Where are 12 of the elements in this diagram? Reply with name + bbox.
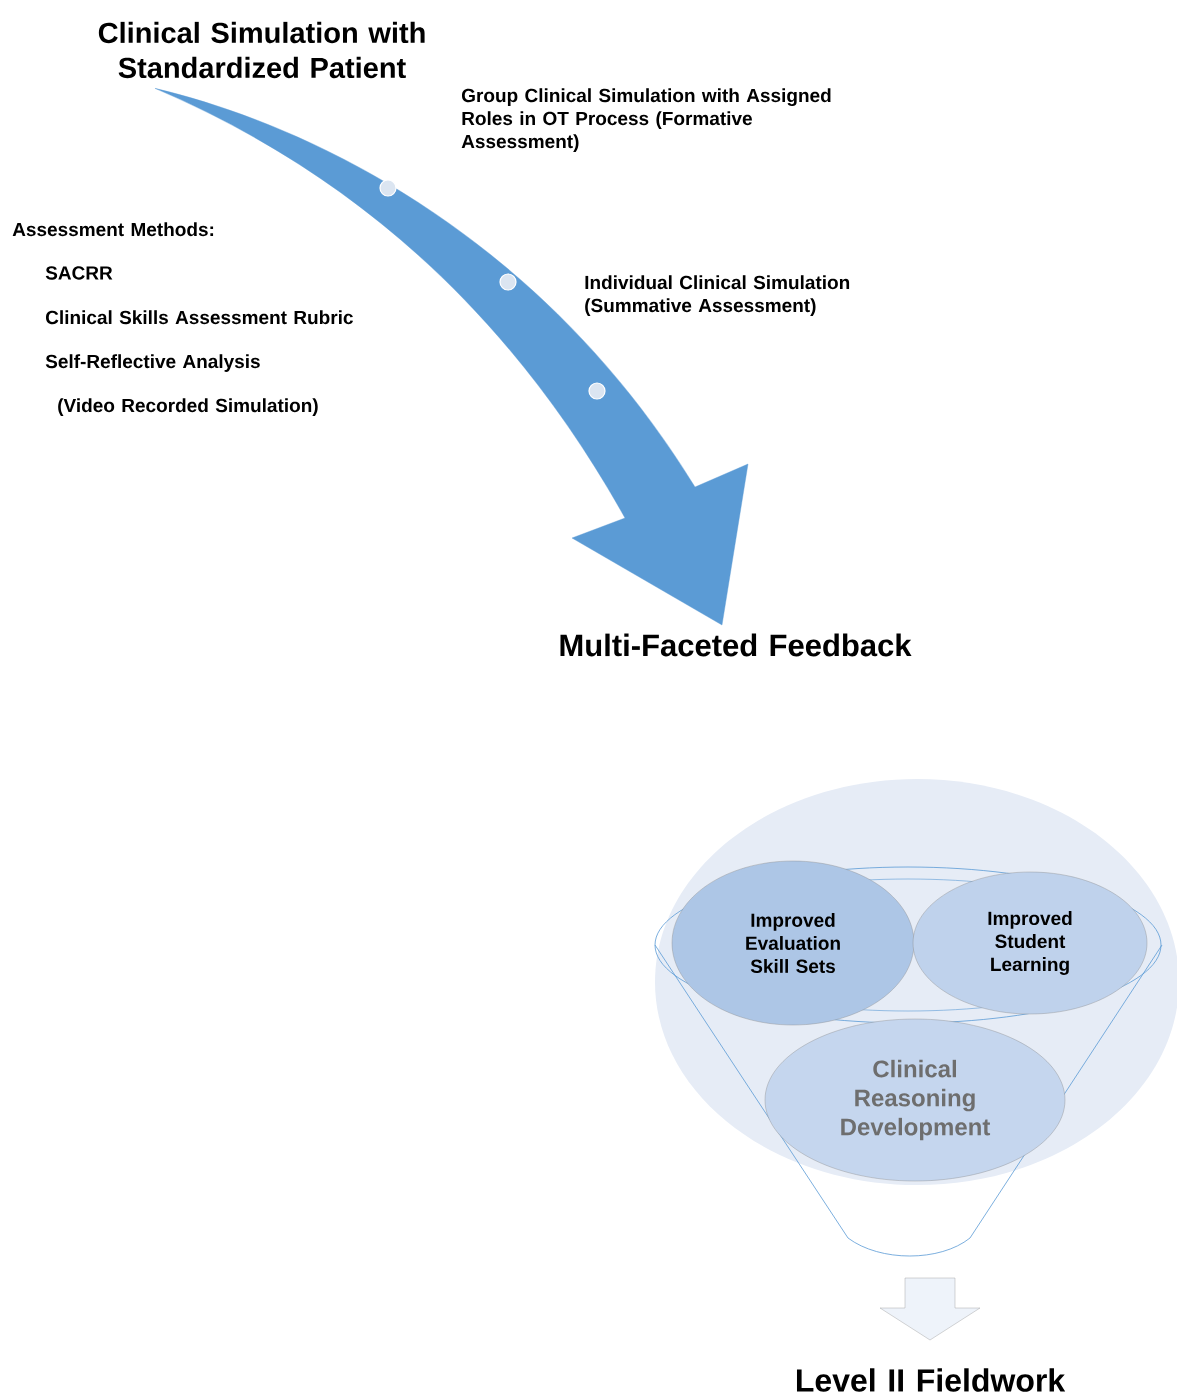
list-item: Self-Reflective Analysis — [45, 354, 260, 372]
list-item: (Video Recorded Simulation) — [58, 398, 318, 416]
list-item: SACRR — [45, 266, 113, 280]
block-arrow — [879, 1277, 981, 1341]
curved-arrow — [154, 88, 749, 626]
heading: Level II Fieldwork — [797, 1368, 1066, 1392]
note: Group Clinical Simulation with Assigned Roles in OT Process (Formative Assessment) — [461, 88, 831, 152]
heading: Multi-Faceted Feedback — [560, 633, 912, 657]
list-heading: Assessment Methods: — [12, 222, 214, 237]
note: Individual Clinical Simulation (Summative Assessment) — [585, 275, 850, 316]
list-item: Clinical Skills Assessment Rubric — [46, 310, 353, 325]
heading: Clinical Simulation with Standardized Patient — [98, 21, 425, 79]
